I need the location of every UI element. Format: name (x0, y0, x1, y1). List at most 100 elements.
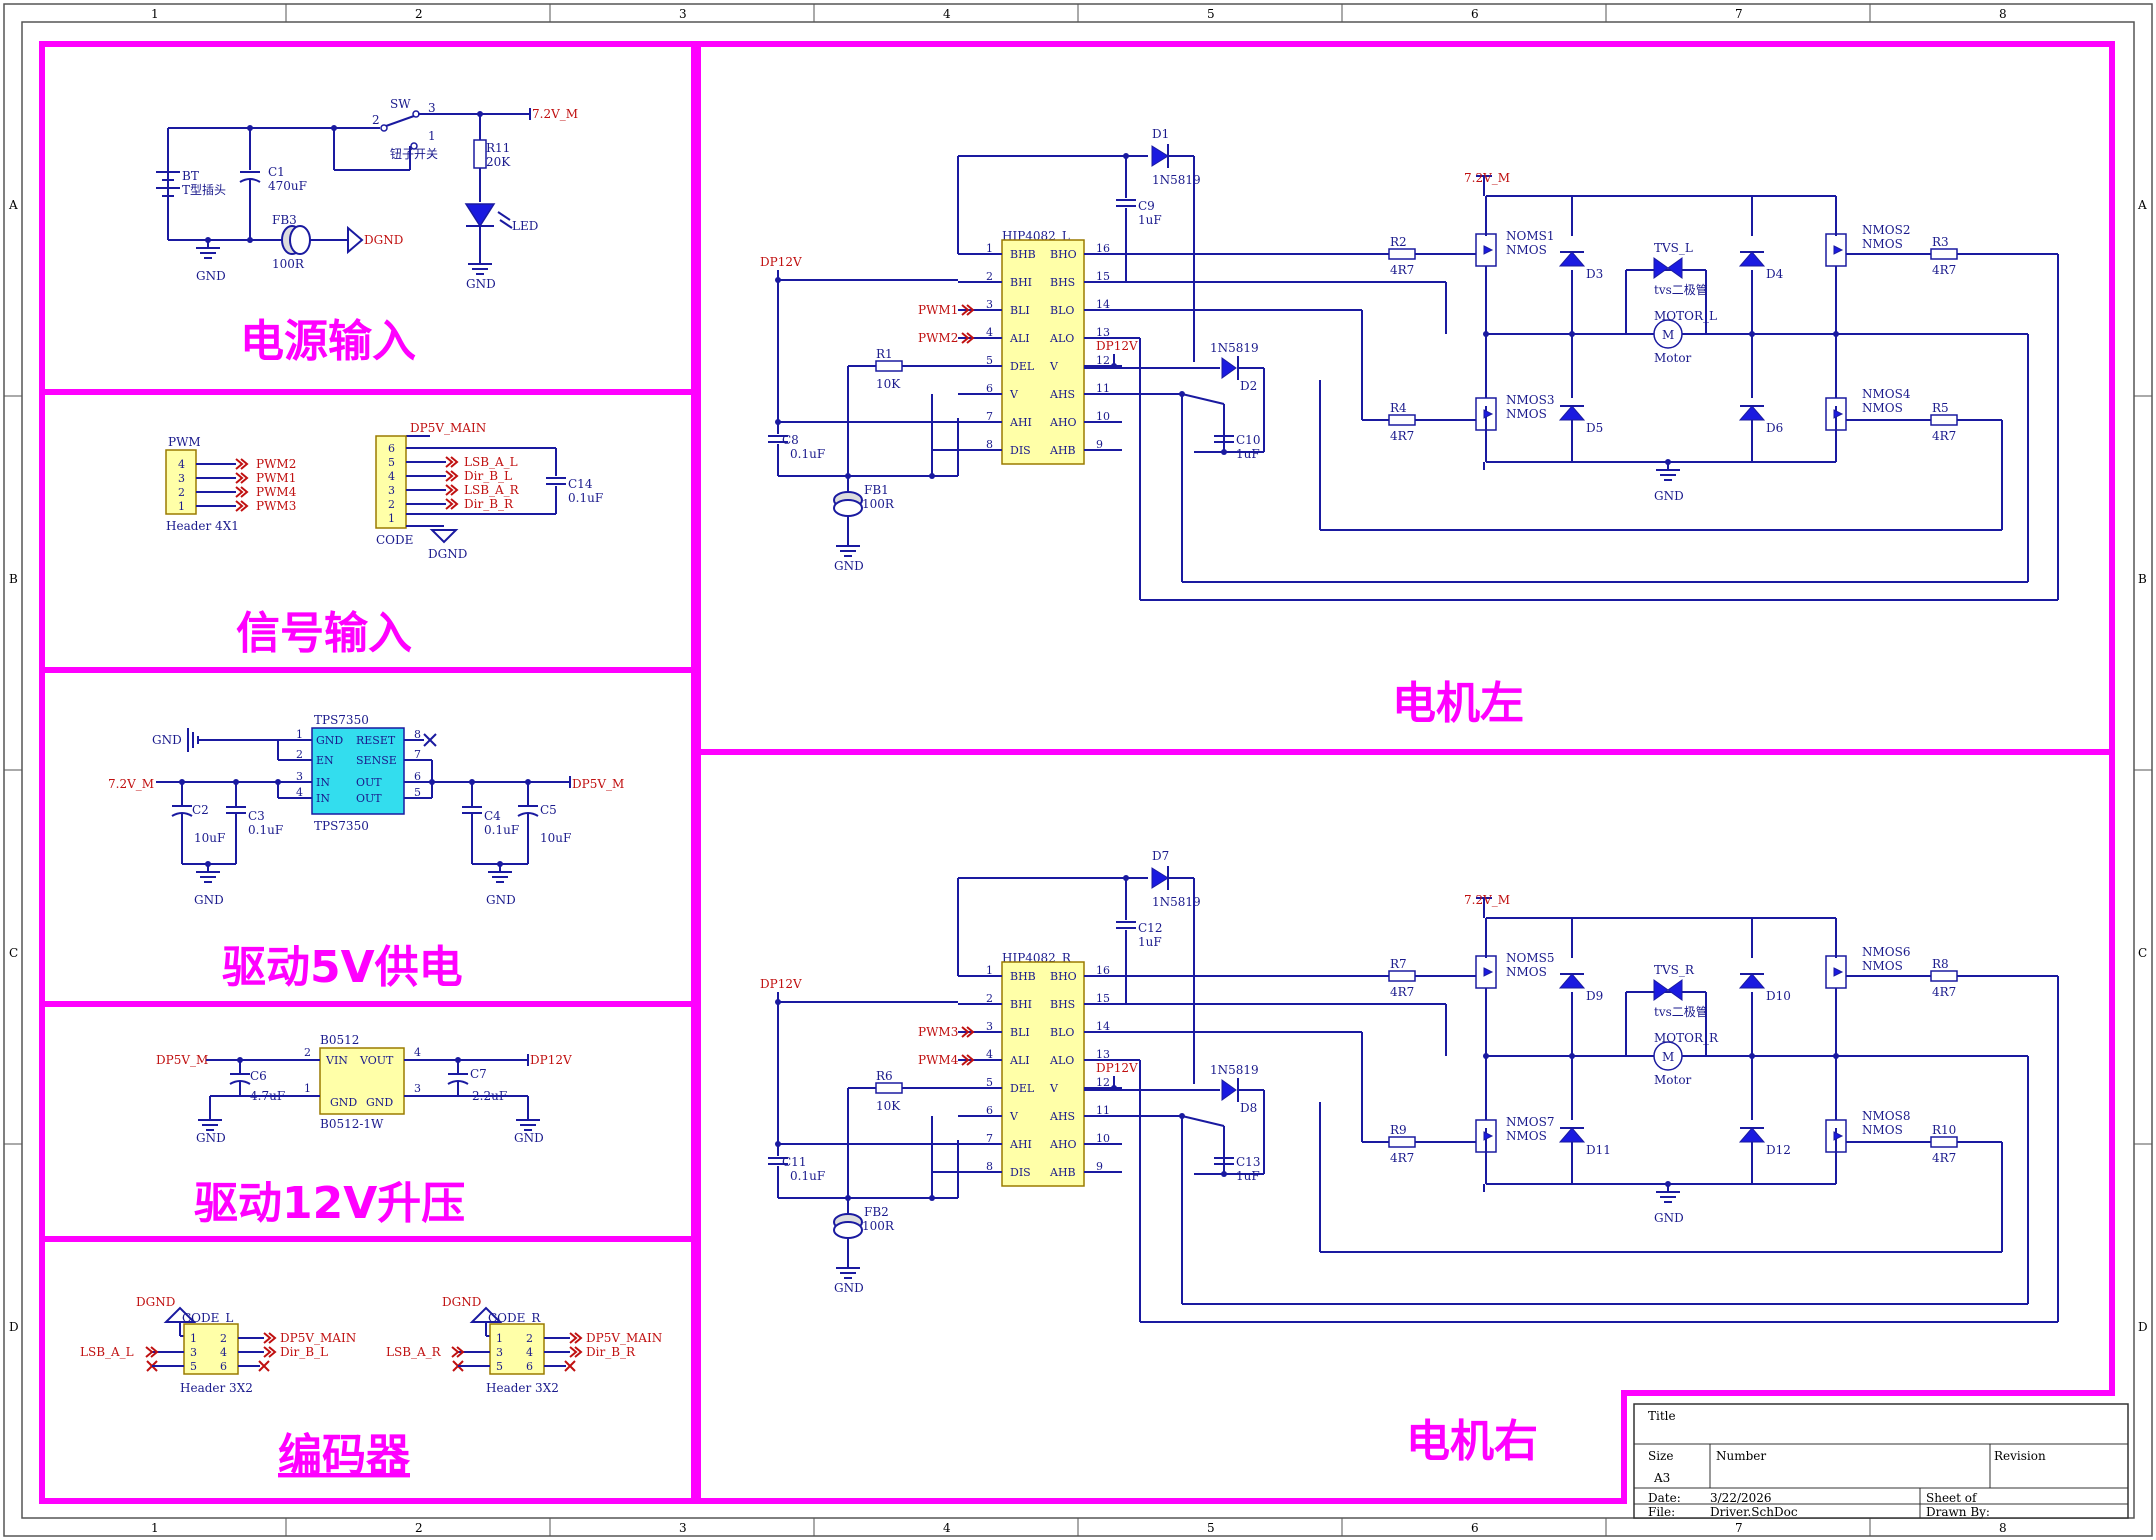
frame-col-bottom: 2 (415, 1521, 423, 1535)
power-72v-net: 7.2V_M (532, 107, 578, 121)
encoder-pin-num: 3 (496, 1346, 503, 1359)
nmos-diode (1483, 1131, 1494, 1141)
c6-label: C6 (250, 1069, 267, 1083)
tps-pin-name-left: GND (316, 734, 343, 747)
sw-pin3: 3 (428, 101, 436, 115)
tps-pin-name-right: RESET (356, 734, 396, 747)
hip-pin-num-right: 13 (1096, 1048, 1110, 1061)
hip-pin-num-right: 10 (1096, 1132, 1110, 1145)
frame-col-top: 8 (1999, 7, 2007, 21)
harness-arrow (263, 1332, 277, 1344)
b0512-footprint: B0512-1W (320, 1117, 384, 1131)
gate-resistor-label: R8 (1932, 957, 1949, 971)
dp12v-net-left: DP12V (760, 977, 802, 991)
pwm-in-b: PWM2 (918, 331, 958, 345)
tb-date-value: 3/22/2026 (1710, 1491, 1772, 1505)
dp12v-net-left: DP12V (760, 255, 802, 269)
title-signal-input: 信号输入 (236, 608, 412, 659)
tb-drawn-by: Drawn By: (1926, 1505, 1990, 1519)
tps-pin-num-left: 4 (296, 786, 303, 799)
cap-c8-label: C11 (782, 1155, 806, 1169)
gate-resistor-value: 4R7 (1932, 429, 1956, 443)
bridge-gnd-label: GND (1654, 489, 1684, 503)
hip-pin-num-right: 12 (1096, 354, 1110, 367)
hip-pin-left: DEL (1010, 1082, 1035, 1095)
r11-value: 20K (486, 155, 511, 169)
pwm-header-footprint: Header 4X1 (166, 519, 239, 533)
b0512-pin2: 2 (304, 1046, 311, 1059)
power-input-circuit: BT T型插头 C1 470uF GND FB3 100R DGND (156, 97, 578, 291)
harness-arrow (145, 1346, 159, 1358)
code-net-label: Dir_B_R (464, 497, 514, 511)
boost-in-net: DP5V_M (156, 1053, 208, 1067)
mosfet-type: NMOS (1506, 965, 1547, 979)
hip-pin-right: ALO (1049, 1054, 1074, 1067)
frame-col-bottom: 6 (1471, 1521, 1479, 1535)
hip-pin-num-right: 11 (1096, 1104, 1110, 1117)
hip-pin-left: BHI (1010, 276, 1032, 289)
hip-pin-right: AHO (1049, 416, 1077, 429)
b0512-gnd-right: GND (366, 1096, 393, 1109)
hip-pin-num-left: 7 (986, 1132, 993, 1145)
encoder-pin-num: 2 (220, 1332, 227, 1345)
encoder-footprint: Header 3X2 (486, 1381, 559, 1395)
hip-pin-left: V (1009, 1110, 1019, 1123)
bridge-72v-label: 7.2V_M (1464, 893, 1510, 907)
code-pin-num: 5 (388, 456, 395, 469)
gate-resistor-value: 4R7 (1390, 263, 1414, 277)
hip-pin-right: BHS (1050, 998, 1075, 1011)
bootstrap-diode-low (1221, 1079, 1237, 1101)
tvs-label: TVS_L (1654, 241, 1693, 255)
mosfet-label: NMOS2 (1862, 223, 1910, 237)
hip-pin-num-left: 7 (986, 410, 993, 423)
hip-pin-left: BHI (1010, 998, 1032, 1011)
tps-pin-num-left: 2 (296, 748, 303, 761)
frame-col-top: 2 (415, 7, 423, 21)
pwm-net-label: PWM3 (256, 499, 296, 513)
pwm-header-title: PWM (168, 435, 201, 449)
encoder-title: CODE_L (182, 1311, 233, 1325)
nmos-diode (1833, 245, 1844, 255)
driver-gnd-label: GND (834, 1281, 864, 1295)
tps7350-footprint: TPS7350 (314, 819, 369, 833)
nmos-diode (1483, 245, 1494, 255)
hip-pin-num-left: 1 (986, 242, 993, 255)
resistor-r1-value: 10K (876, 1099, 901, 1113)
tps-pin-num-right: 6 (414, 770, 421, 783)
freewheel-diode (1558, 251, 1586, 267)
pwm-net-label: PWM4 (256, 485, 297, 499)
freewheel-diode-label: D5 (1586, 421, 1603, 435)
bt-label: BT (182, 169, 199, 183)
harness-arrow (235, 472, 249, 484)
mosfet-label: NMOS3 (1506, 393, 1554, 407)
resistor-del (875, 360, 903, 372)
code-pin-num: 6 (388, 442, 395, 455)
hip-pin-num-right: 16 (1096, 964, 1110, 977)
hip-pin-left: ALI (1009, 1054, 1030, 1067)
diode-d1-label: D1 (1152, 127, 1169, 141)
encoder-pin-num: 1 (496, 1332, 503, 1345)
bootstrap-diode-top (1151, 867, 1169, 889)
harness-arrow (445, 456, 459, 468)
b0512-pin4: 4 (414, 1046, 421, 1059)
hip-pin-left: DIS (1010, 444, 1031, 457)
cap-c10-value: 1uF (1236, 1169, 1260, 1183)
mosfet-type: NMOS (1862, 237, 1903, 251)
mosfet-label: NMOS6 (1862, 945, 1910, 959)
boost-gnd-left: GND (196, 1131, 226, 1145)
gate-resistor-value: 4R7 (1932, 263, 1956, 277)
tps-pin-num-right: 7 (414, 748, 421, 761)
frame-col-bottom: 8 (1999, 1521, 2007, 1535)
freewheel-diode (1738, 405, 1766, 421)
cap-c9-label: C9 (1138, 199, 1155, 213)
gate-resistor-label: R7 (1390, 957, 1407, 971)
harness-arrow (569, 1332, 583, 1344)
hip-pin-right: V (1049, 360, 1059, 373)
code-net-label: LSB_A_L (464, 455, 518, 469)
mosfet-label: NMOS7 (1506, 1115, 1554, 1129)
motor-label: MOTOR_L (1654, 309, 1717, 323)
bt-desc: T型插头 (182, 183, 226, 197)
b0512-title: B0512 (320, 1033, 359, 1047)
